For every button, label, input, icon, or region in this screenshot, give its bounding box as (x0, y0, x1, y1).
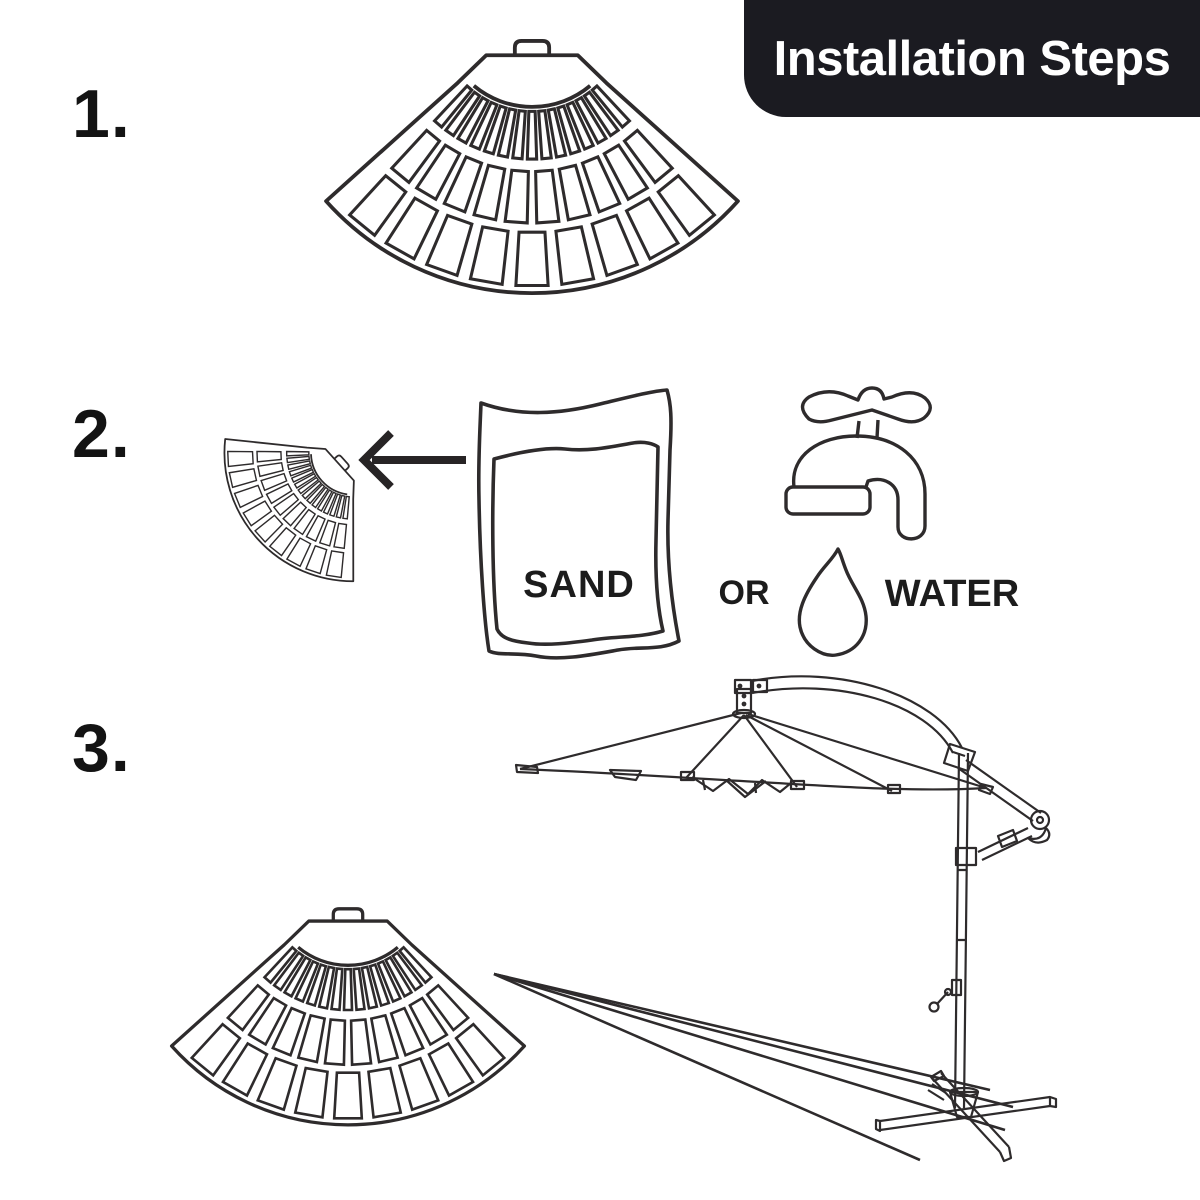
page-title: Installation Steps (773, 31, 1171, 86)
water-tap-icon (784, 386, 932, 657)
step-1-number: 1. (72, 76, 131, 152)
offset-umbrella-icon (493, 675, 1058, 1163)
sand-bag-icon (476, 388, 681, 660)
step-2-number: 2. (72, 396, 131, 472)
water-label: WATER (884, 573, 1020, 615)
or-label: OR (718, 574, 770, 612)
water-drop-icon (797, 547, 868, 657)
step-3-number: 3. (72, 710, 131, 786)
title-banner: Installation Steps (744, 0, 1200, 117)
arrow-left-icon (358, 430, 466, 490)
sand-label: SAND (523, 564, 635, 606)
fan-base-icon-step1 (324, 39, 740, 296)
base-leg-guide-lines (493, 972, 1014, 1162)
fan-base-icon-step3 (169, 907, 527, 1127)
fan-base-icon-rotated (192, 388, 410, 611)
